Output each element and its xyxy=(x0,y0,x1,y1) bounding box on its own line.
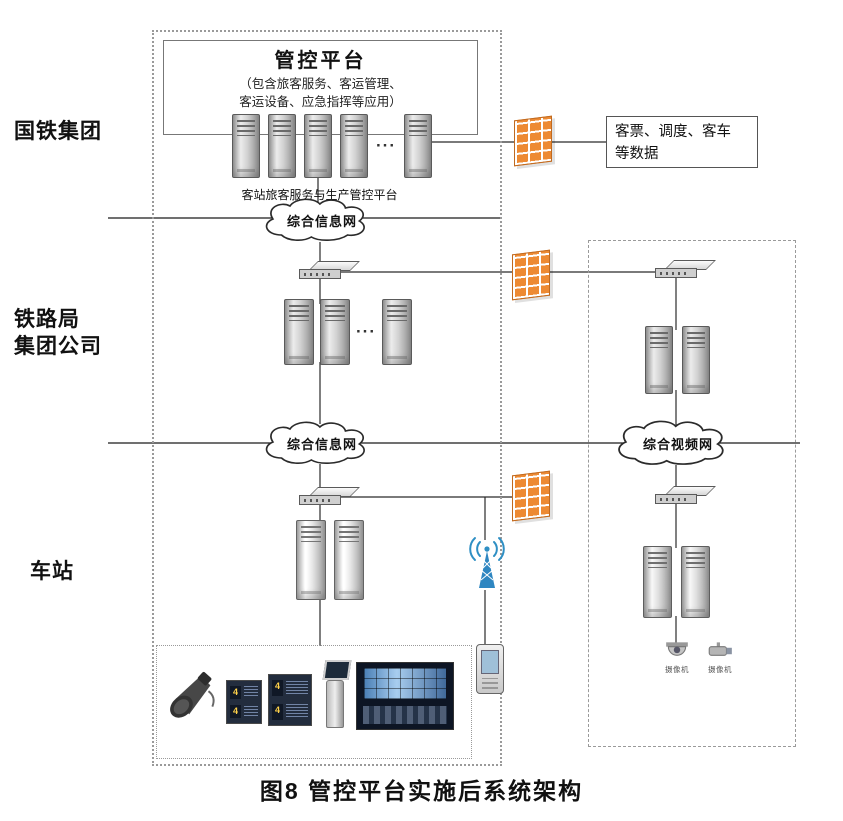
external-data-line2: 等数据 xyxy=(615,145,659,162)
cloud-video-network: 综合视频网 xyxy=(610,419,746,467)
firewall-icon xyxy=(512,470,550,522)
firewall-icon xyxy=(512,249,550,301)
server-icon xyxy=(268,114,296,178)
ticket-kiosk-icon xyxy=(320,660,352,730)
camera-item: 摄像机 xyxy=(706,640,734,675)
departure-board-icon: 4 4 xyxy=(226,680,262,724)
board-text-lines xyxy=(244,686,258,699)
server-icon xyxy=(340,114,368,178)
board-digit: 4 xyxy=(272,703,283,720)
tier-label-national-rail-group: 国铁集团 xyxy=(14,120,102,143)
platform-subtitle-line1: （包含旅客服务、客运管理、 xyxy=(239,77,402,91)
board-text-lines xyxy=(286,680,308,696)
dome-camera-icon xyxy=(666,642,688,656)
server-icon xyxy=(645,326,673,394)
firewall-icon xyxy=(514,115,552,167)
ptz-camera-icon xyxy=(708,642,732,656)
server-icon xyxy=(284,299,314,365)
tier-label-station: 车站 xyxy=(30,560,74,583)
switch-icon xyxy=(655,260,716,278)
wireless-antenna-icon xyxy=(467,536,507,592)
kiosk-screen xyxy=(322,660,352,680)
kiosk-body xyxy=(326,680,344,728)
board-digit: 4 xyxy=(230,685,241,699)
tier-label-railway-bureau-line1: 铁路局 xyxy=(14,308,80,331)
switch-front-face xyxy=(655,494,697,504)
platform-servers-caption: 客站旅客服务与生产管控平台 xyxy=(241,188,398,202)
board-row: 4 xyxy=(272,678,308,699)
switch-icon xyxy=(655,486,716,504)
cloud-info-network-mid: 综合信息网 xyxy=(258,420,386,466)
figure-caption: 图8 管控平台实施后系统架构 xyxy=(259,778,584,804)
server-icon xyxy=(403,114,432,178)
departure-board-icon: 4 4 xyxy=(268,674,312,726)
cloud-label: 综合信息网 xyxy=(286,436,357,452)
platform-subtitle-line2: 客运设备、应急指挥等应用） xyxy=(239,95,402,110)
ellipsis-text: ··· xyxy=(376,136,396,155)
board-digit: 4 xyxy=(230,705,241,719)
platform-server-row: ··· xyxy=(232,114,432,178)
cloud-shape xyxy=(265,198,365,241)
bureau-video-server-row xyxy=(645,326,710,394)
tier-label-railway-bureau-line2: 集团公司 xyxy=(14,335,102,359)
station-server-row xyxy=(296,520,364,600)
cloud-label: 综合视频网 xyxy=(642,436,713,452)
server-icon xyxy=(232,114,260,178)
board-digit: 4 xyxy=(272,680,283,697)
tier-label-railway-bureau: 铁路局 集团公司 xyxy=(14,306,102,361)
video-region-box xyxy=(588,240,796,747)
server-icon xyxy=(681,546,710,618)
station-video-server-row xyxy=(643,546,710,618)
handheld-terminal-icon xyxy=(476,644,504,694)
camera-label: 摄像机 xyxy=(708,665,732,674)
server-icon xyxy=(296,520,326,600)
control-room-icon xyxy=(356,662,454,730)
board-row: 4 xyxy=(272,702,308,723)
camera-item: 摄像机 xyxy=(664,640,690,675)
platform-title: 管控平台 xyxy=(274,50,367,72)
board-text-lines xyxy=(286,704,308,720)
bureau-server-row: ··· xyxy=(284,299,412,365)
cloud-label: 综合信息网 xyxy=(286,213,357,229)
server-icon xyxy=(381,299,412,365)
board-text-lines xyxy=(244,705,258,718)
server-icon xyxy=(304,114,332,178)
switch-front-face xyxy=(655,268,697,278)
ellipsis-text: ··· xyxy=(356,322,376,341)
left-region-box xyxy=(152,30,502,766)
switch-icon xyxy=(299,261,360,279)
board-row: 4 xyxy=(230,684,258,701)
external-data-box: 客票、调度、客车 等数据 xyxy=(606,116,758,168)
camera-group: 摄像机 摄像机 xyxy=(664,640,734,675)
switch-front-face xyxy=(299,495,341,505)
server-icon xyxy=(682,326,710,394)
camera-label: 摄像机 xyxy=(665,665,689,674)
cloud-shape xyxy=(265,421,365,464)
station-devices-box xyxy=(156,645,472,759)
switch-icon xyxy=(299,487,360,505)
board-row: 4 xyxy=(230,704,258,721)
external-data-line1: 客票、调度、客车 xyxy=(615,124,731,140)
server-icon xyxy=(334,520,364,600)
cloud-info-network-top: 综合信息网 xyxy=(258,197,386,243)
cloud-shape xyxy=(618,420,724,465)
switch-front-face xyxy=(299,269,341,279)
server-icon xyxy=(643,546,672,618)
pa-speaker-icon xyxy=(166,666,222,728)
server-icon xyxy=(320,299,350,365)
